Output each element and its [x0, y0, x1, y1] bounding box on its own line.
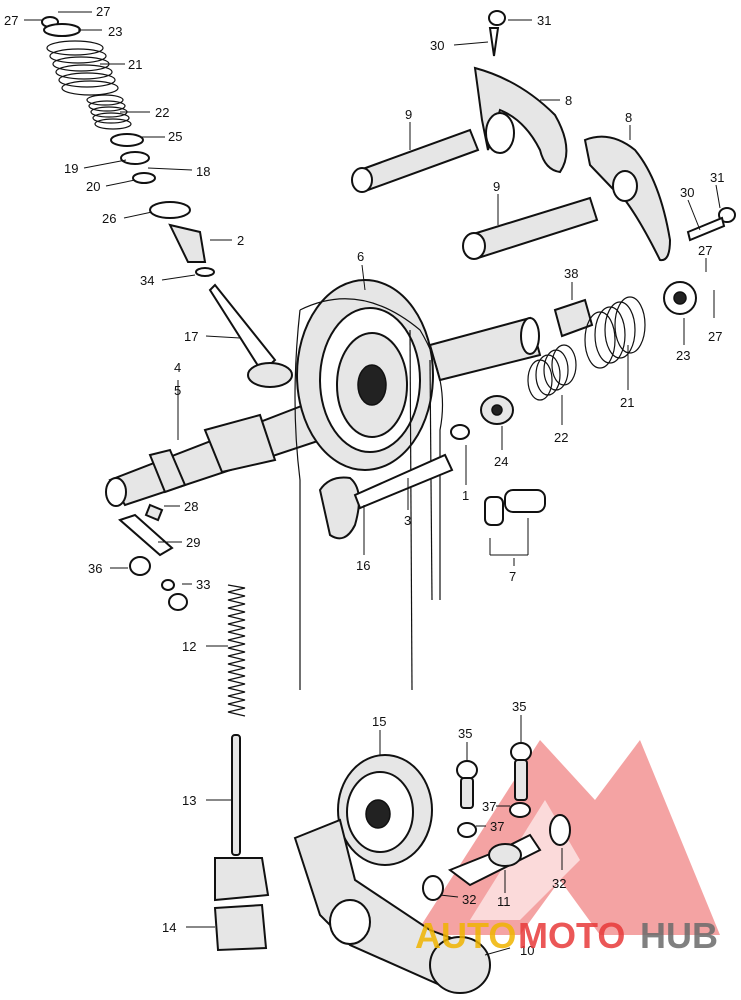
callout-33: 33	[196, 577, 210, 592]
cam-chain	[294, 298, 444, 691]
callout-1: 1	[462, 488, 469, 503]
callout-22: 22	[554, 430, 568, 445]
callout-34: 34	[140, 273, 154, 288]
callout-15: 15	[372, 714, 386, 729]
camshaft	[105, 316, 542, 507]
callout-4: 4	[174, 360, 181, 375]
callout-27: 27	[708, 329, 722, 344]
valve-spring-stack-left	[41, 16, 293, 388]
valve-spring-stack-right	[480, 281, 697, 425]
bolt-nut-washer	[118, 503, 188, 611]
cam-sprocket	[296, 279, 434, 471]
watermark-hub: HUB	[640, 915, 718, 956]
callout-5: 5	[174, 383, 181, 398]
callout-9: 9	[405, 107, 412, 122]
callout-19: 19	[64, 161, 78, 176]
callout-26: 26	[102, 211, 116, 226]
leader-lines	[24, 11, 721, 956]
callout-27: 27	[698, 243, 712, 258]
tensioner-arm	[318, 424, 470, 540]
adjuster-screws	[488, 10, 736, 242]
watermark-moto: MOTO	[518, 915, 625, 956]
callout-22: 22	[155, 105, 169, 120]
callout-21: 21	[128, 57, 142, 72]
callout-27: 27	[96, 4, 110, 19]
callout-2: 2	[237, 233, 244, 248]
rocker-shafts	[351, 128, 599, 260]
callout-37: 37	[490, 819, 504, 834]
callout-35: 35	[512, 699, 526, 714]
callout-35: 35	[458, 726, 472, 741]
watermark-auto: AUTO	[415, 915, 516, 956]
callout-30: 30	[680, 185, 694, 200]
watermark-text: AUTO MOTO HUB	[415, 915, 718, 956]
callout-32: 32	[462, 892, 476, 907]
callout-30: 30	[430, 38, 444, 53]
callout-31: 31	[537, 13, 551, 28]
callout-6: 6	[357, 249, 364, 264]
callout-27: 27	[4, 13, 18, 28]
callout-17: 17	[184, 329, 198, 344]
tensioner-spring-rod	[213, 584, 270, 952]
callout-3: 3	[404, 513, 411, 528]
callout-7: 7	[509, 569, 516, 584]
chain-link-set	[484, 489, 546, 526]
callout-10: 10	[520, 943, 534, 958]
callout-37: 37	[482, 799, 496, 814]
callout-25: 25	[168, 129, 182, 144]
callout-12: 12	[182, 639, 196, 654]
callout-23: 23	[676, 348, 690, 363]
rocker-arms	[473, 66, 672, 262]
callout-31: 31	[710, 170, 724, 185]
callout-8: 8	[625, 110, 632, 125]
callout-11: 11	[497, 894, 511, 909]
callout-9: 9	[493, 179, 500, 194]
callout-23: 23	[108, 24, 122, 39]
callout-28: 28	[184, 499, 198, 514]
callout-18: 18	[196, 164, 210, 179]
callout-16: 16	[356, 558, 370, 573]
callout-labels: 27 27 23 21 22 25 19 18 20 26 2 34 17 4 …	[4, 4, 724, 958]
callout-14: 14	[162, 920, 176, 935]
callout-38: 38	[564, 266, 578, 281]
callout-13: 13	[182, 793, 196, 808]
callout-20: 20	[86, 179, 100, 194]
callout-29: 29	[186, 535, 200, 550]
callout-21: 21	[620, 395, 634, 410]
callout-32: 32	[552, 876, 566, 891]
callout-24: 24	[494, 454, 508, 469]
guide-roller-arm	[293, 754, 491, 994]
callout-8: 8	[565, 93, 572, 108]
callout-36: 36	[88, 561, 102, 576]
pivot-hardware	[422, 742, 571, 901]
